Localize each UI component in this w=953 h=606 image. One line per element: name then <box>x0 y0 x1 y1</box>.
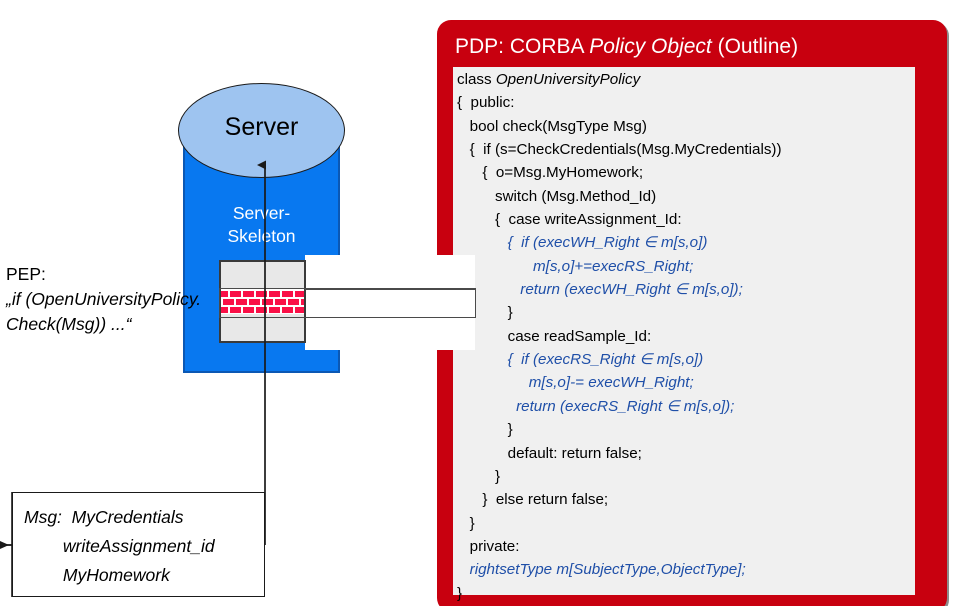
brick-mortar <box>279 291 282 297</box>
code-line: { case writeAssignment_Id: <box>457 208 917 231</box>
code-line: return (execWH_Right ∈ m[s,o]); <box>457 278 917 301</box>
code-line-text: m[s,o]+=execRS_Right; <box>457 257 694 275</box>
code-line-text: { case writeAssignment_Id: <box>457 211 682 229</box>
policy-object-code-listing: class OpenUniversityPolicy { public: bool… <box>457 68 917 602</box>
code-line-text: { if (s=CheckCredentials(Msg.MyCredentia… <box>457 141 782 159</box>
code-line-text: private: <box>457 537 520 555</box>
message-field: Msg: MyCredentials <box>24 507 184 527</box>
brick-mortar <box>240 291 243 297</box>
brick-mortar <box>260 299 262 305</box>
code-line: } <box>457 512 917 535</box>
brick-mortar <box>234 299 236 305</box>
code-line: { if (execRS_Right ∈ m[s,o]) <box>457 348 917 371</box>
pep-quote-line1: „if (OpenUniversityPolicy. <box>6 289 202 309</box>
code-line: class OpenUniversityPolicy <box>457 68 917 91</box>
pdp-connector-top-edge <box>305 289 476 291</box>
code-line-text: { o=Msg.MyHomework; <box>457 164 644 182</box>
code-keyword: class <box>457 71 496 88</box>
brick-mortar <box>292 291 295 297</box>
code-line-text: case readSample_Id: <box>457 327 652 345</box>
code-line-text: } <box>457 584 463 602</box>
code-line-text: { if (execRS_Right ∈ m[s,o]) <box>457 351 704 369</box>
code-line: } <box>457 418 917 441</box>
brick-mortar <box>240 307 243 313</box>
code-line: } else return false; <box>457 488 917 511</box>
code-line: { o=Msg.MyHomework; <box>457 161 917 184</box>
brick-mortar <box>253 291 256 297</box>
pdp-title-italic: Policy Object <box>589 35 712 58</box>
code-line: bool check(MsgType Msg) <box>457 115 917 138</box>
brick-mortar <box>299 299 301 305</box>
pdp-title-suffix: (Outline) <box>711 35 799 58</box>
code-line: default: return false; <box>457 442 917 465</box>
brick-mortar <box>273 299 275 305</box>
code-line-text: switch (Msg.Method_Id) <box>457 187 657 205</box>
code-line: return (execRS_Right ∈ m[s,o]); <box>457 395 917 418</box>
pdp-connector-outline <box>219 288 476 318</box>
server-skeleton-label-line2: Skeleton <box>227 226 296 246</box>
server-skeleton-label-line1: Server- <box>232 203 291 223</box>
code-line-text: } else return false; <box>457 491 609 509</box>
code-line-text: } <box>457 467 501 485</box>
code-line-text: } <box>457 421 513 439</box>
brick-mortar <box>227 307 230 313</box>
brick-mortar <box>266 307 269 313</box>
code-line: m[s,o]-= execWH_Right; <box>457 371 917 394</box>
code-line: rightsetType m[SubjectType,ObjectType]; <box>457 558 917 581</box>
code-line: private: <box>457 535 917 558</box>
brick-mortar <box>292 307 295 313</box>
brick-mortar <box>279 307 282 313</box>
pep-heading: PEP: <box>6 264 46 284</box>
pdp-connector-fill <box>305 255 475 350</box>
code-line-text: } <box>457 514 475 532</box>
pdp-panel-title: PDP: CORBA Policy Object (Outline) <box>455 30 935 64</box>
brick-mortar <box>221 299 223 305</box>
code-line-text: } <box>457 304 513 322</box>
code-line-text: return (execWH_Right ∈ m[s,o]); <box>457 281 743 299</box>
code-line: } <box>457 301 917 324</box>
code-line: { public: <box>457 91 917 114</box>
brick-mortar <box>286 299 288 305</box>
brick-wall-icon <box>221 289 304 314</box>
message-field: writeAssignment_id <box>24 536 215 556</box>
code-line-text: bool check(MsgType Msg) <box>457 117 647 135</box>
brick-mortar <box>247 299 249 305</box>
message-field: MyHomework <box>24 565 170 585</box>
brick-mortar <box>266 291 269 297</box>
brick-mortar <box>227 291 230 297</box>
code-line: { if (execWH_Right ∈ m[s,o]) <box>457 231 917 254</box>
code-line: case readSample_Id: <box>457 325 917 348</box>
pep-quote-line2: Check(Msg)) ...“ <box>6 314 132 334</box>
pdp-title-prefix: PDP: CORBA <box>455 35 590 58</box>
code-line-text: { public: <box>457 94 515 112</box>
code-line-text: default: return false; <box>457 444 642 462</box>
code-line-text: m[s,o]-= execWH_Right; <box>457 374 694 392</box>
message-box-content: Msg: MyCredentials writeAssignment_id My… <box>24 503 215 590</box>
server-label: Server <box>224 113 299 141</box>
brick-mortar <box>253 307 256 313</box>
pdp-code-background <box>453 67 915 595</box>
code-line-text: { if (execWH_Right ∈ m[s,o]) <box>457 234 708 252</box>
code-line-text: rightsetType m[SubjectType,ObjectType]; <box>457 561 746 579</box>
code-class-name: OpenUniversityPolicy <box>495 71 641 88</box>
server-skeleton-label: Server- Skeleton <box>183 202 340 248</box>
code-line: } <box>457 465 917 488</box>
code-line: switch (Msg.Method_Id) <box>457 185 917 208</box>
pep-caption: PEP: „if (OpenUniversityPolicy. Check(Ms… <box>6 262 251 337</box>
code-line: m[s,o]+=execRS_Right; <box>457 255 917 278</box>
pdp-connector-bottom-edge <box>305 317 476 319</box>
code-line: } <box>457 582 917 605</box>
code-line: { if (s=CheckCredentials(Msg.MyCredentia… <box>457 138 917 161</box>
code-line-text: return (execRS_Right ∈ m[s,o]); <box>457 397 735 415</box>
